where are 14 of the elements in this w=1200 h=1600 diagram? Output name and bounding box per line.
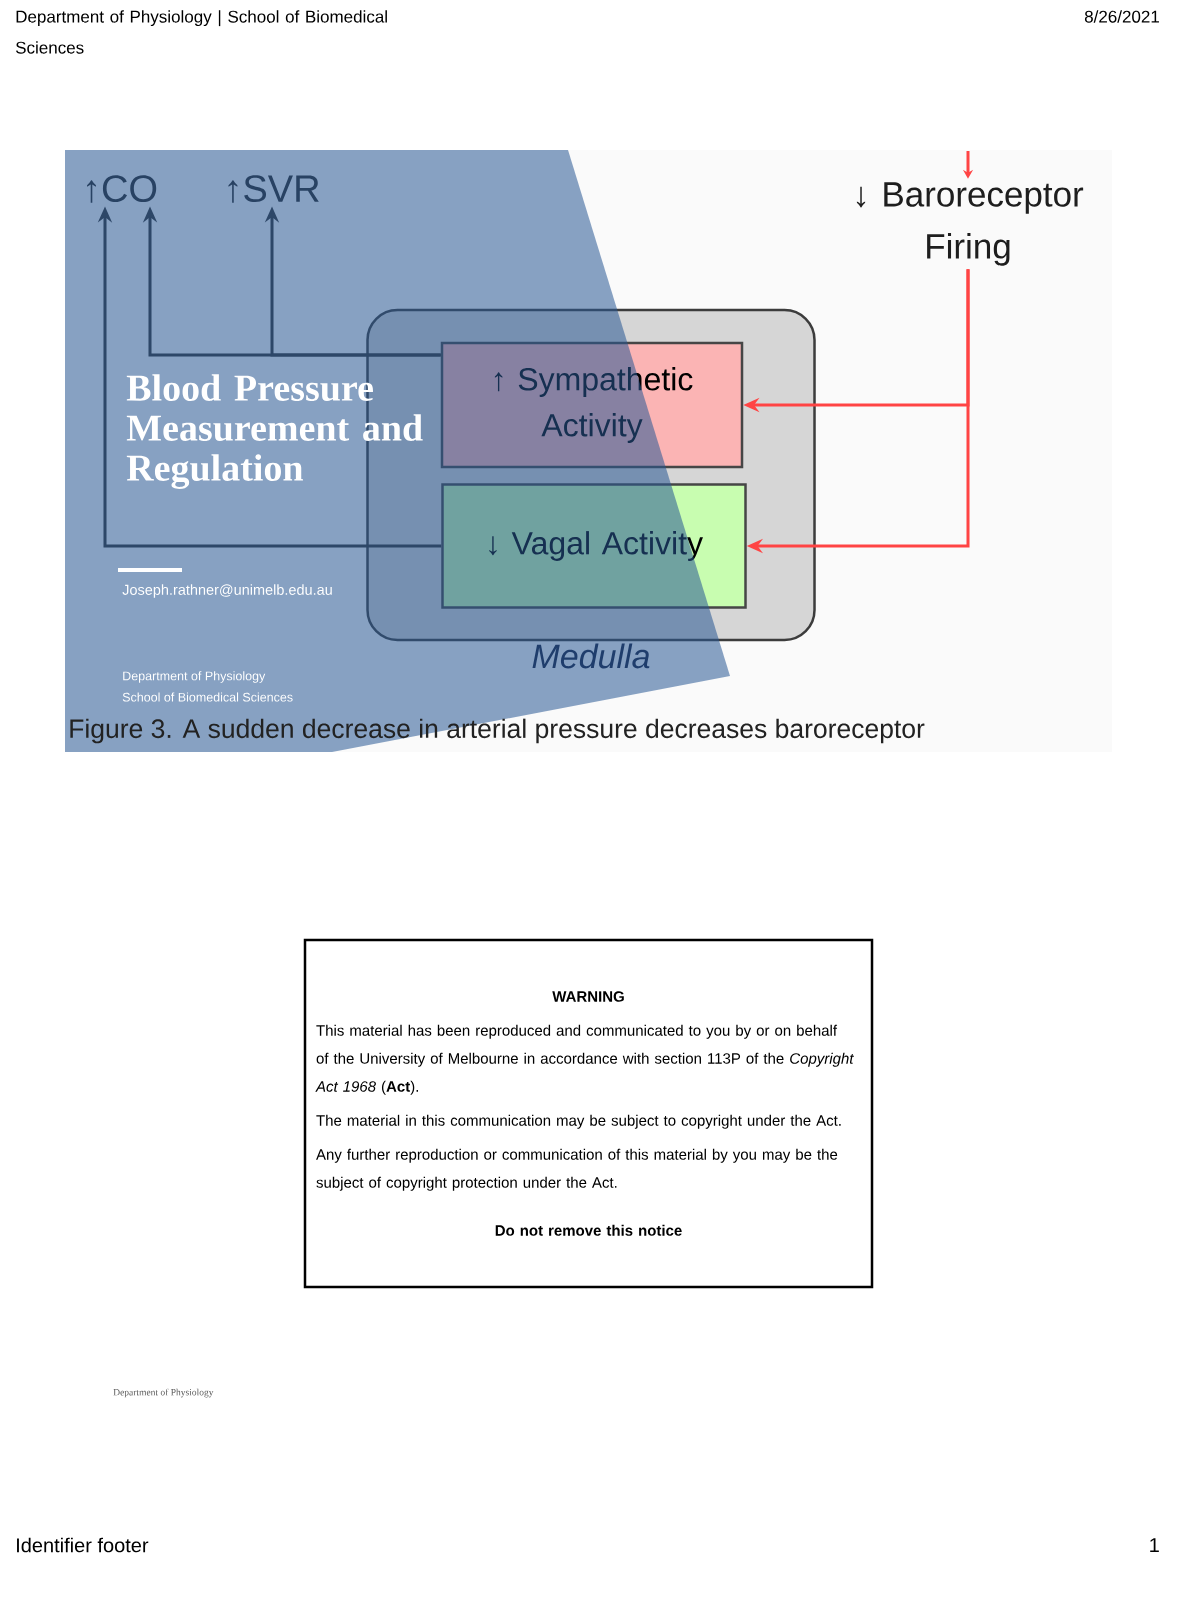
page-number: 1 — [1150, 1538, 1159, 1552]
diagram-label: ↑SVR — [228, 175, 319, 203]
header-text: Department of Physiology | School of Biomedical Sciences — [15, 10, 387, 54]
footer-text: Identifier footer — [17, 1537, 149, 1553]
warning-box: WARNING This material has been reproduced and communicated to you by or on behalf of the University of Melbourne in accordance with section 113P of the Copyright Act 1968 (Act). The material in this communication may be subject to copyright under the Act. Any further reproduction or communication of this material by you may be the subject of copyright protection under the Act. Do not remove this notice — [303, 938, 874, 1289]
footer-text: Department of Physiology — [113, 1388, 214, 1398]
department-name: Department of Physiology — [123, 671, 266, 683]
figure-caption: Figure 3. A sudden decrease in arterial pressure decreases baroreceptor — [70, 718, 925, 744]
diagram-label: ↑CO — [87, 175, 157, 203]
date-text: 8/26/2021 — [1084, 10, 1159, 23]
diagram-label: ↓ Baroreceptor Firing — [856, 182, 1084, 266]
node-label: Medulla — [532, 643, 650, 669]
school-name: School of Biomedical Sciences — [122, 692, 293, 702]
email-address: Joseph.rathner@unimelb.edu.au — [122, 584, 332, 598]
